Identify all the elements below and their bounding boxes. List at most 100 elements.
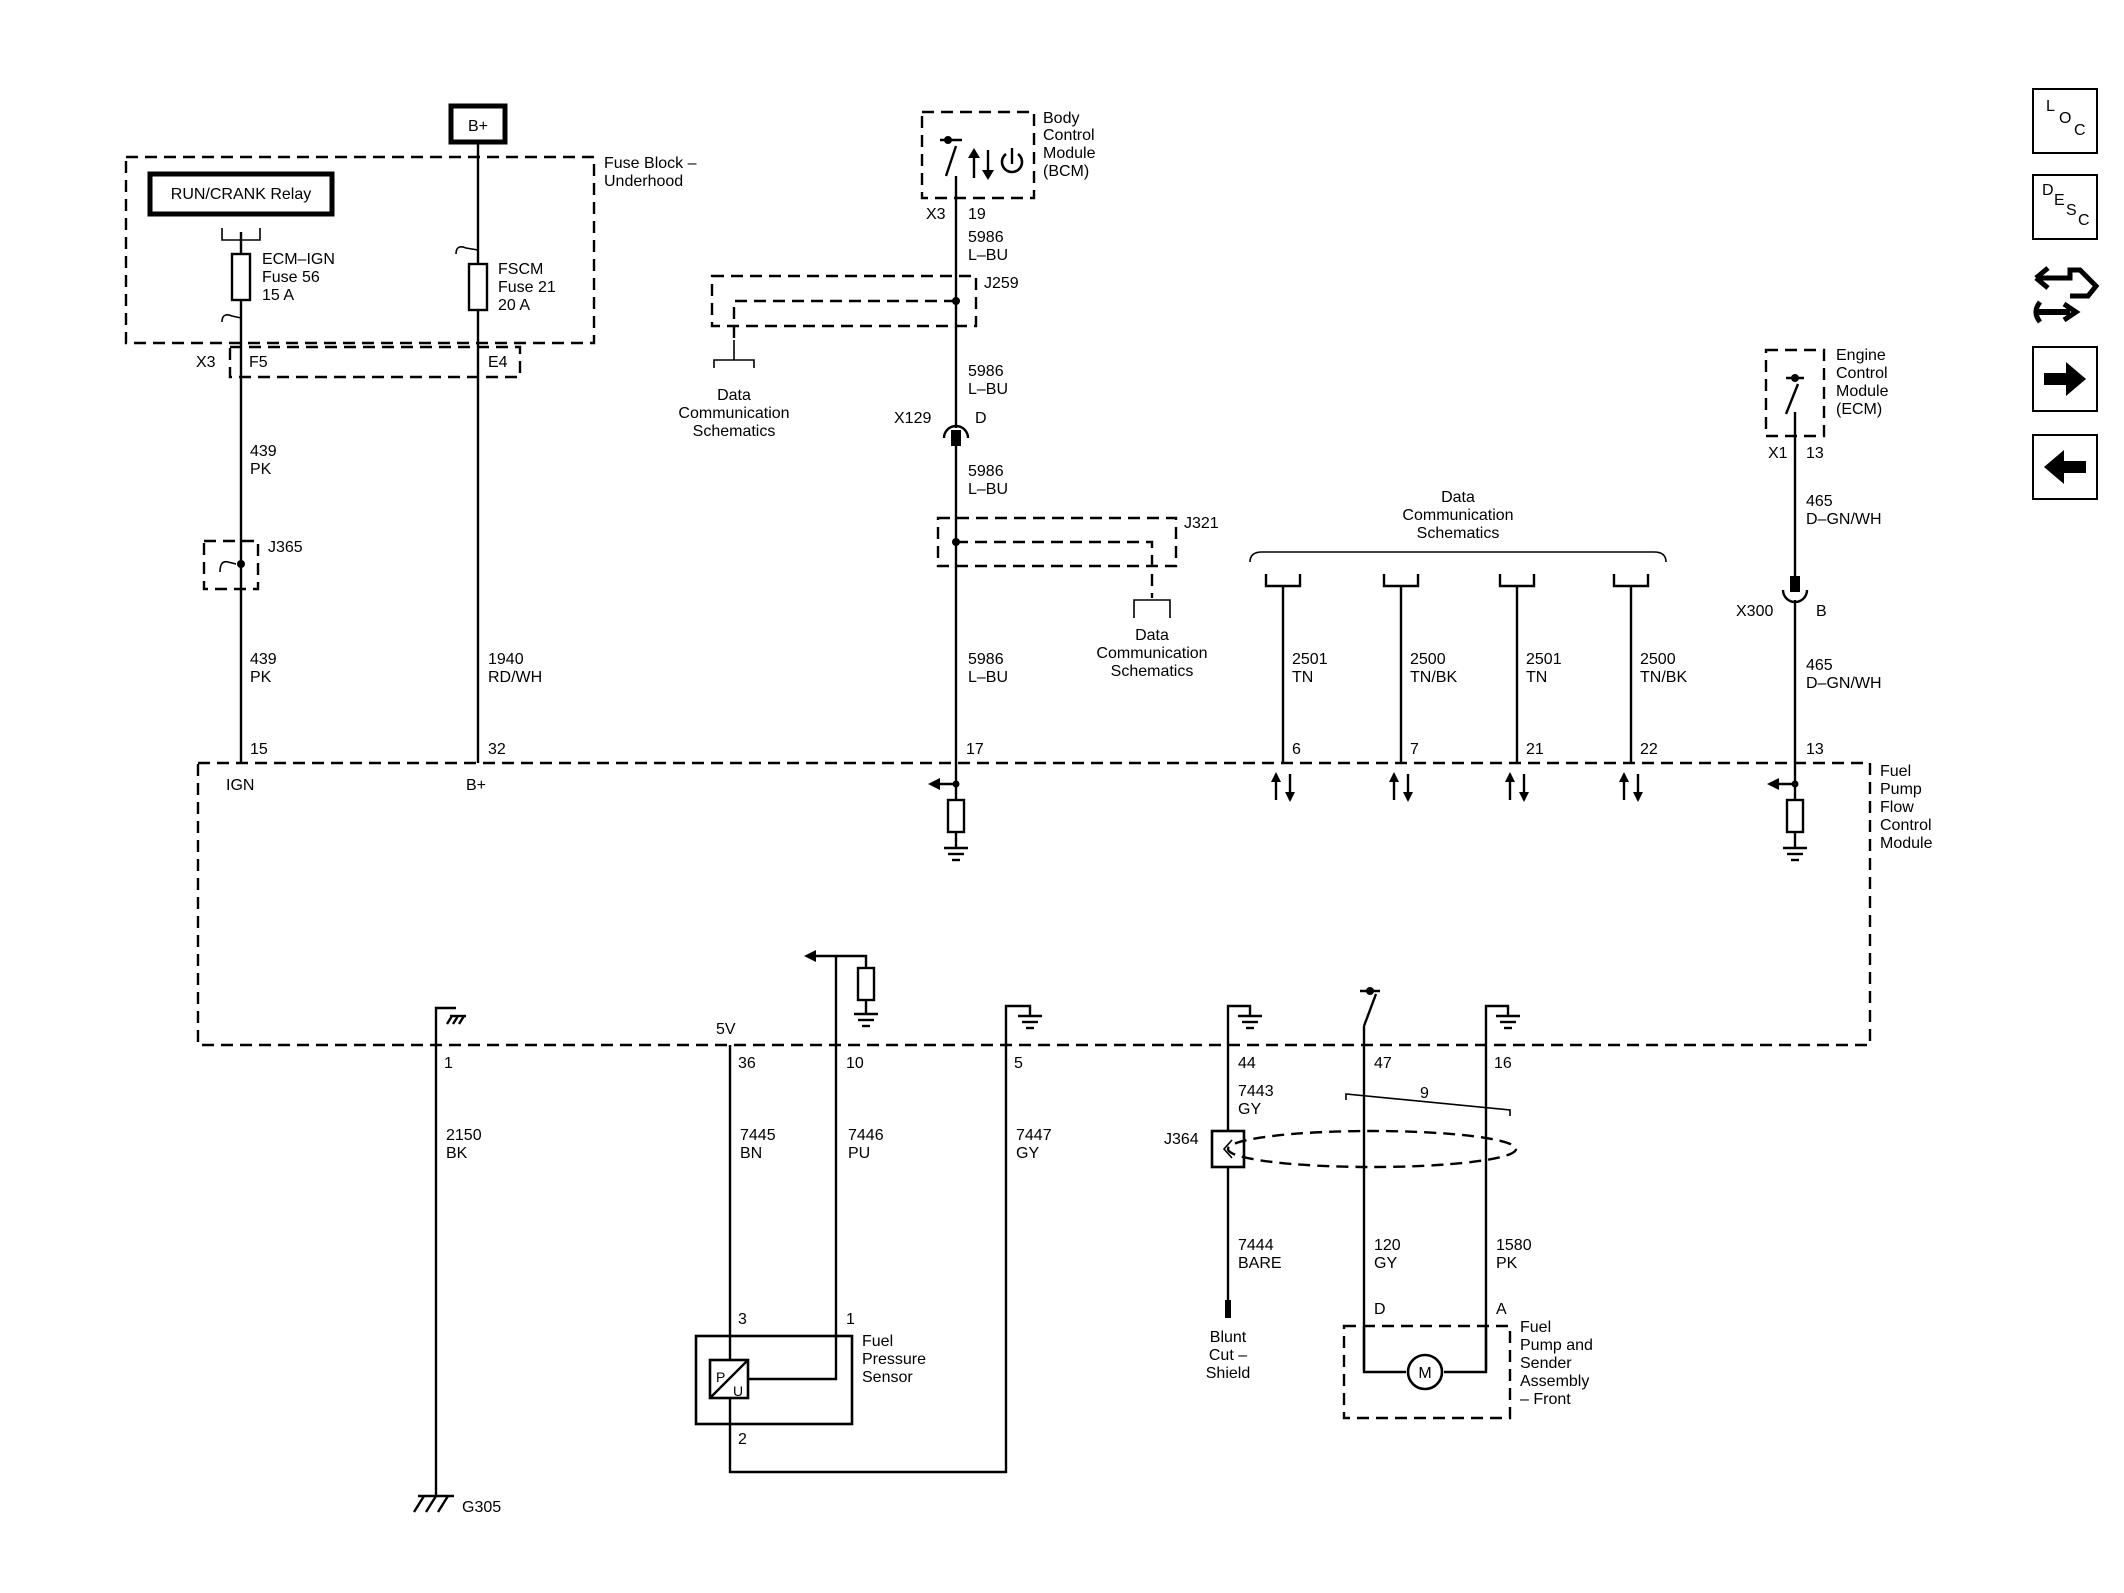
shield-line2: Cut – xyxy=(1209,1347,1247,1364)
fps-line2: Pressure xyxy=(862,1351,926,1368)
internal-pullup-10 xyxy=(804,950,878,1045)
fuse-ecm-line3: 15 A xyxy=(262,287,294,304)
loc-letter-c: C xyxy=(2074,122,2086,139)
back-arrow-icon[interactable] xyxy=(2032,434,2098,500)
w120-color: GY xyxy=(1374,1255,1397,1272)
internal-ground-1 xyxy=(434,1006,466,1045)
pin-44: 44 xyxy=(1238,1055,1256,1072)
fpfcm-line5: Module xyxy=(1880,835,1933,852)
w2501b-color: TN xyxy=(1526,669,1547,686)
w5986a-num: 5986 xyxy=(968,229,1004,246)
fuse-block-label-2: Underhood xyxy=(604,173,683,190)
w465b-color: D–GN/WH xyxy=(1806,675,1882,692)
w465a-num: 465 xyxy=(1806,493,1833,510)
w7444-color: BARE xyxy=(1238,1255,1282,1272)
w1940-num: 1940 xyxy=(488,651,524,668)
w5986b-num: 5986 xyxy=(968,363,1004,380)
f5-label: F5 xyxy=(249,354,268,371)
fuel-pump-assembly xyxy=(1342,1324,1512,1420)
fuse-block-label-1: Fuse Block – xyxy=(604,155,697,172)
w1580-num: 1580 xyxy=(1496,1237,1532,1254)
fuel-pressure-sensor: P U xyxy=(694,1334,854,1426)
desc-icon[interactable]: D E S C xyxy=(2032,174,2098,240)
x300-label: X300 xyxy=(1736,603,1773,620)
w5986d-num: 5986 xyxy=(968,651,1004,668)
bcm-line1: Body xyxy=(1043,110,1079,127)
fpfcm-line4: Control xyxy=(1880,817,1932,834)
pin-22: 22 xyxy=(1640,741,1658,758)
pin-1: 1 xyxy=(444,1055,453,1072)
dcs-b-line3: Schematics xyxy=(1111,663,1194,680)
sensor-pin-1: 1 xyxy=(846,1311,855,1328)
dcs-c-line1: Data xyxy=(1441,489,1475,506)
svg-text:M: M xyxy=(1418,1365,1431,1382)
sensor-pin-2: 2 xyxy=(738,1431,747,1448)
twisted-shield xyxy=(1226,1129,1518,1169)
w2150-color: BK xyxy=(446,1145,468,1162)
dcs-a-line1: Data xyxy=(717,387,751,404)
fps-line1: Fuel xyxy=(862,1333,893,1350)
dcs-c-line3: Schematics xyxy=(1417,525,1500,542)
w2500b-color: TN/BK xyxy=(1640,669,1687,686)
ecm-line2: Control xyxy=(1836,365,1888,382)
shield-line3: Shield xyxy=(1206,1365,1250,1382)
w2501b-num: 2501 xyxy=(1526,651,1562,668)
relay-label: RUN/CRANK Relay xyxy=(171,186,311,203)
v5-label: 5V xyxy=(716,1021,736,1038)
fuse-fscm-line2: Fuse 21 xyxy=(498,279,556,296)
internal-ground-5 xyxy=(1004,1004,1042,1045)
bcm-line2: Control xyxy=(1043,127,1095,144)
battery-label: B+ xyxy=(468,118,488,135)
forward-arrow-icon[interactable] xyxy=(2032,346,2098,412)
fuse-ecm-line1: ECM–IGN xyxy=(262,251,335,268)
w7445-color: BN xyxy=(740,1145,762,1162)
bidirectional-arrows xyxy=(1271,772,1643,802)
ecm-line4: (ECM) xyxy=(1836,401,1882,418)
ecm-line1: Engine xyxy=(1836,347,1886,364)
connector-icon[interactable] xyxy=(2030,256,2102,328)
ground-g305 xyxy=(412,1494,454,1513)
bcm-line4: (BCM) xyxy=(1043,163,1089,180)
w1940-color: RD/WH xyxy=(488,669,542,686)
shield-line1: Blunt xyxy=(1210,1329,1247,1346)
fuse-block-underhood xyxy=(124,155,596,345)
w5986c-color: L–BU xyxy=(968,481,1008,498)
fpsa-line2: Pump and xyxy=(1520,1337,1593,1354)
j365-splice xyxy=(202,539,260,591)
loc-icon[interactable]: L O C xyxy=(2032,88,2098,154)
dcs-a-line2: Communication xyxy=(678,405,789,422)
x3-bcm-label: X3 xyxy=(926,206,946,223)
fuse-ecm-line2: Fuse 56 xyxy=(262,269,320,286)
bcm-pin19: 19 xyxy=(968,206,986,223)
pin-5: 5 xyxy=(1014,1055,1023,1072)
fpfcm-line1: Fuel xyxy=(1880,763,1911,780)
w2501a-color: TN xyxy=(1292,669,1313,686)
w5986a-color: L–BU xyxy=(968,247,1008,264)
desc-letter-s: S xyxy=(2066,202,2077,219)
w439b-color: PK xyxy=(250,669,272,686)
fpfcm-box xyxy=(196,761,1872,1047)
fuse-fscm-line1: FSCM xyxy=(498,261,543,278)
pin-47: 47 xyxy=(1374,1055,1392,1072)
w439a-color: PK xyxy=(250,461,272,478)
g305-label: G305 xyxy=(462,1499,501,1516)
fpsa-line4: Assembly xyxy=(1520,1373,1589,1390)
j259-splice xyxy=(710,274,978,328)
fpfcm-line2: Pump xyxy=(1880,781,1922,798)
w2500b-num: 2500 xyxy=(1640,651,1676,668)
ecm-line3: Module xyxy=(1836,383,1889,400)
x300-pin: B xyxy=(1816,603,1827,620)
x1-label: X1 xyxy=(1768,445,1788,462)
w7445-num: 7445 xyxy=(740,1127,776,1144)
pump-pin-a: A xyxy=(1496,1301,1507,1318)
w7447-num: 7447 xyxy=(1016,1127,1052,1144)
desc-letter-c: C xyxy=(2078,212,2090,229)
fps-line3: Sensor xyxy=(862,1369,913,1386)
pin-13: 13 xyxy=(1806,741,1824,758)
pin-17: 17 xyxy=(966,741,984,758)
internal-ground-44 xyxy=(1226,1004,1262,1045)
svg-text:P: P xyxy=(716,1369,725,1385)
loc-letter-l: L xyxy=(2046,98,2055,115)
w5986c-num: 5986 xyxy=(968,463,1004,480)
